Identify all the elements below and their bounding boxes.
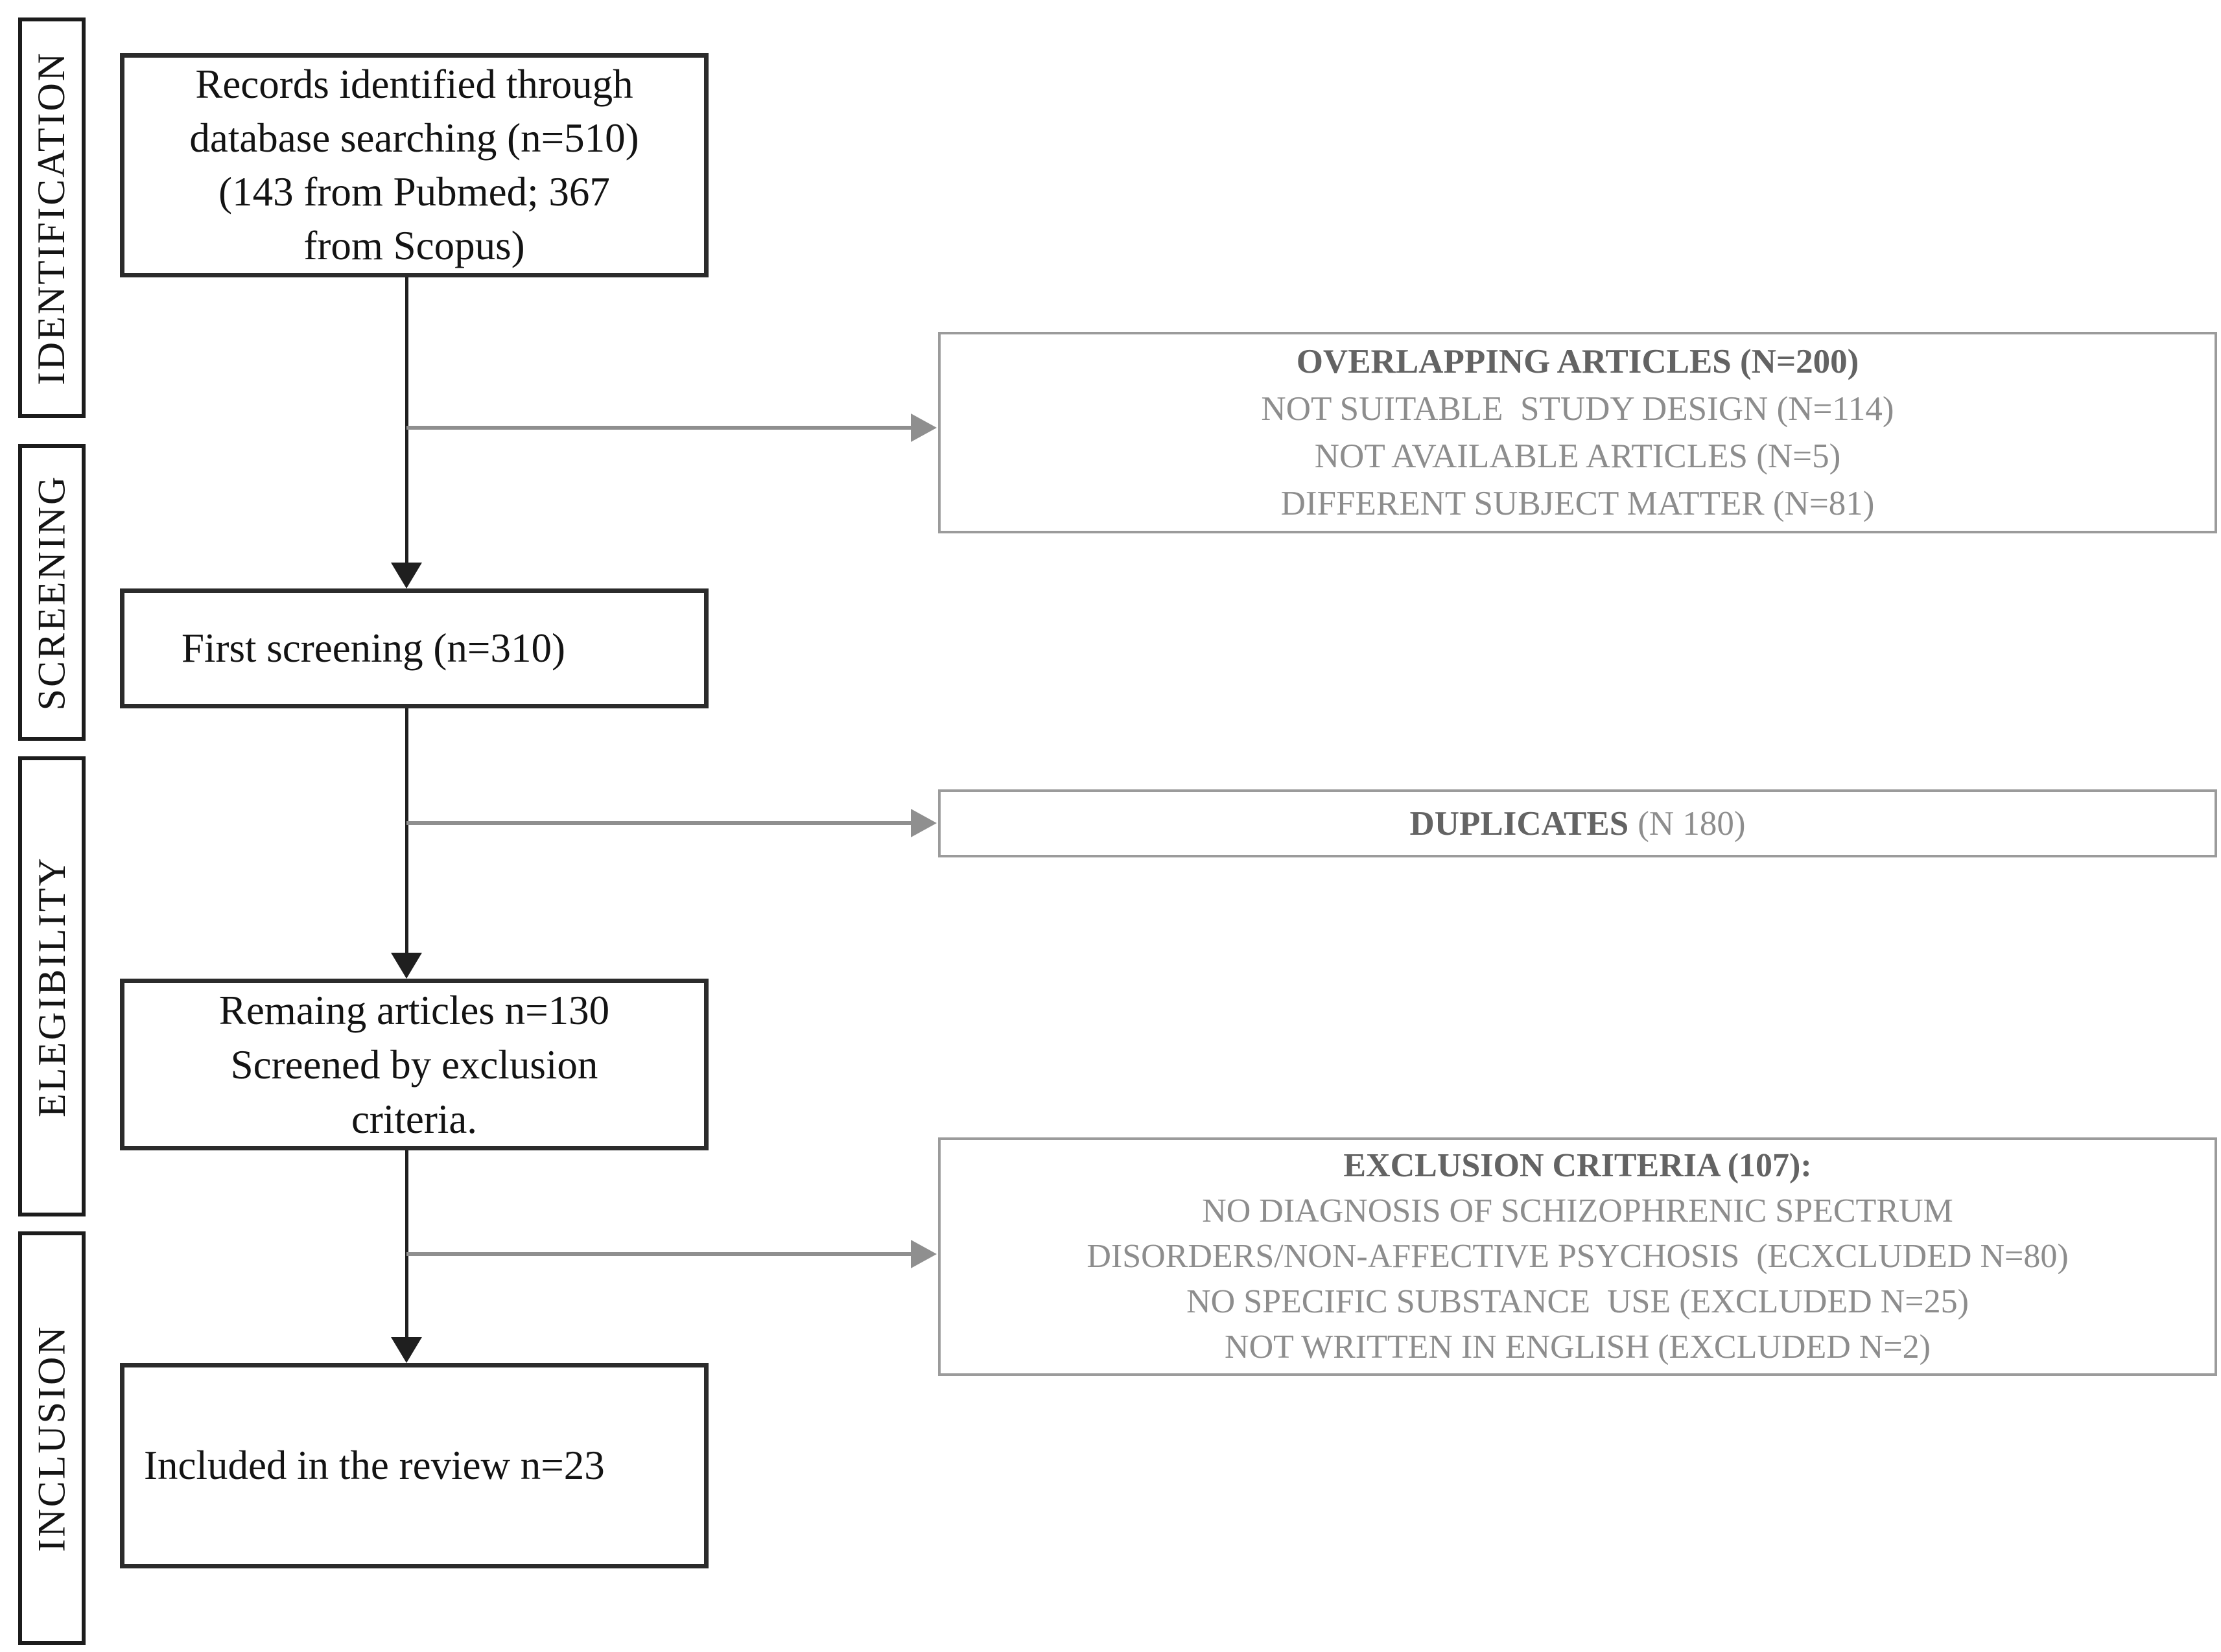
- remaining-line-1: Remaing articles n=130: [218, 987, 610, 1033]
- remaining-line-3: criteria.: [351, 1096, 478, 1142]
- exclusion-criteria-line-4: NOT WRITTEN IN ENGLISH (EXCLUDED N=2): [1225, 1329, 1931, 1366]
- connector-records-to-screening: [405, 277, 408, 566]
- arrow-right-icon: [911, 1240, 937, 1268]
- exclusion-criteria-line-2: DISORDERS/NON-AFFECTIVE PSYCHOSIS (ECXCL…: [1087, 1238, 2069, 1275]
- arrow-right-icon: [911, 809, 937, 837]
- duplicates-box: DUPLICATES (N 180): [938, 789, 2217, 857]
- stage-box-identification: IDENTIFICATION: [18, 17, 86, 418]
- overlapping-line-1: NOT SUITABLE STUDY DESIGN (N=114): [1261, 390, 1894, 428]
- records-identified-box: Records identified through database sear…: [120, 53, 709, 277]
- overlapping-line-2: NOT AVAILABLE ARTICLES (N=5): [1314, 437, 1841, 475]
- duplicates-count: (N 180): [1638, 804, 1746, 843]
- first-screening-text: First screening (n=310): [182, 625, 565, 671]
- records-line-3: (143 from Pubmed; 367: [218, 169, 610, 215]
- arrow-down-icon: [391, 1337, 422, 1363]
- exclusion-criteria-heading: EXCLUSION CRITERIA (107):: [1343, 1147, 1812, 1184]
- branch-to-exclusion-criteria: [406, 1252, 911, 1256]
- arrow-down-icon: [391, 563, 422, 588]
- stage-box-screening: SCREENING: [18, 444, 86, 741]
- remaining-articles-box: Remaing articles n=130 Screened by exclu…: [120, 979, 709, 1150]
- stage-label-identification: IDENTIFICATION: [30, 51, 73, 385]
- exclusion-criteria-line-1: NO DIAGNOSIS OF SCHIZOPHRENIC SPECTRUM: [1202, 1192, 1953, 1229]
- connector-screening-to-remaining: [405, 708, 408, 955]
- first-screening-box: First screening (n=310): [120, 588, 709, 708]
- included-review-box: Included in the review n=23: [120, 1363, 709, 1568]
- records-line-4: from Scopus): [303, 223, 525, 268]
- records-line-2: database searching (n=510): [189, 115, 639, 161]
- included-review-text: Included in the review n=23: [144, 1443, 605, 1488]
- records-line-1: Records identified through: [195, 62, 633, 107]
- stage-box-inclusion: INCLUSION: [18, 1231, 86, 1645]
- branch-to-overlapping: [406, 426, 911, 430]
- exclusion-criteria-box: EXCLUSION CRITERIA (107): NO DIAGNOSIS O…: [938, 1137, 2217, 1376]
- branch-to-duplicates: [406, 821, 911, 825]
- exclusion-criteria-line-3: NO SPECIFIC SUBSTANCE USE (EXCLUDED N=25…: [1186, 1283, 1969, 1320]
- overlapping-heading: OVERLAPPING ARTICLES (N=200): [1296, 342, 1859, 380]
- overlapping-line-3: DIFFERENT SUBJECT MATTER (N=81): [1280, 484, 1875, 522]
- stage-label-elegibility: ELEGIBILITY: [30, 855, 73, 1117]
- arrow-down-icon: [391, 953, 422, 979]
- stage-box-elegibility: ELEGIBILITY: [18, 756, 86, 1216]
- duplicates-heading: DUPLICATES: [1409, 804, 1629, 843]
- remaining-line-2: Screened by exclusion: [230, 1041, 598, 1088]
- stage-label-screening: SCREENING: [30, 474, 73, 710]
- connector-remaining-to-included: [405, 1150, 408, 1338]
- overlapping-articles-box: OVERLAPPING ARTICLES (N=200) NOT SUITABL…: [938, 332, 2217, 533]
- arrow-right-icon: [911, 413, 937, 442]
- stage-label-inclusion: INCLUSION: [30, 1324, 73, 1552]
